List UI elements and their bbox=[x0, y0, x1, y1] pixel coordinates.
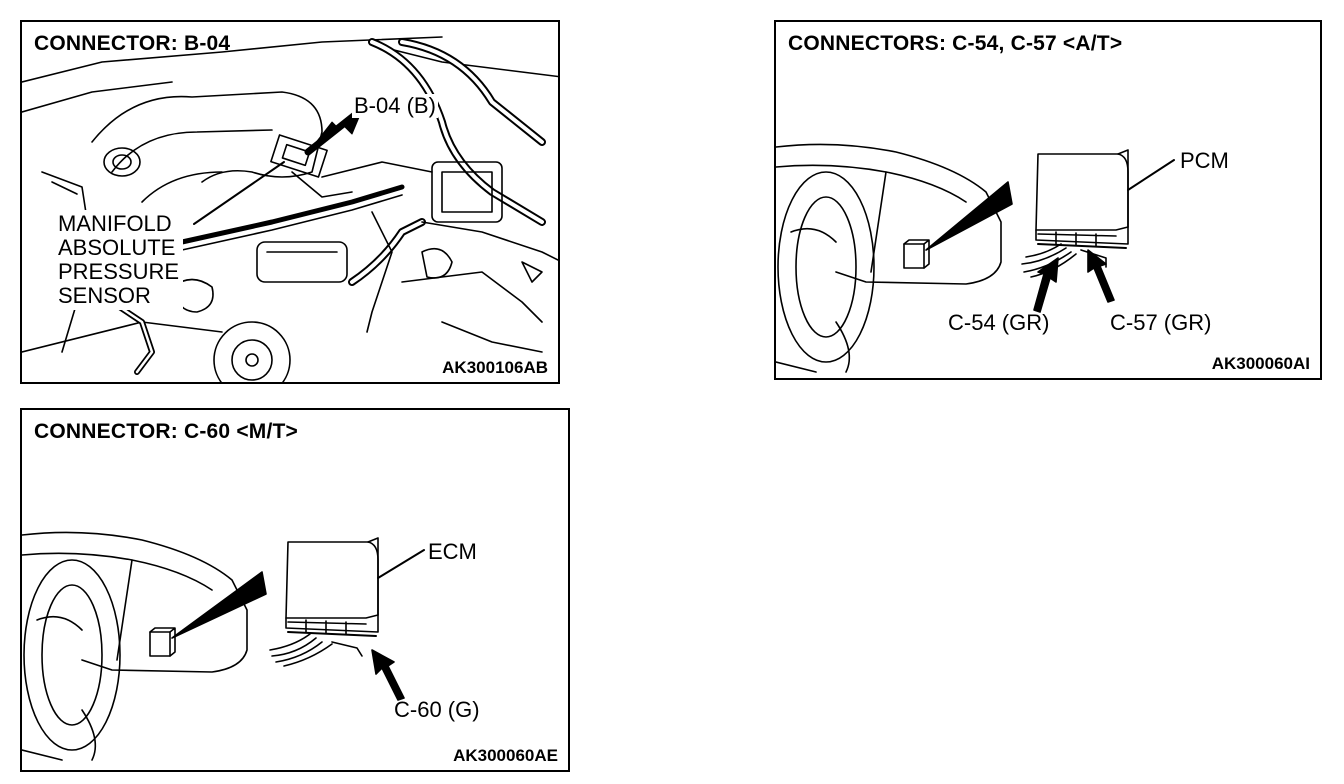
connector-label: B-04 (B) bbox=[352, 93, 438, 118]
dashboard-pcm-illustration bbox=[776, 143, 1175, 373]
sensor-label-line: PRESSURE bbox=[58, 259, 180, 284]
dashboard-ecm-illustration bbox=[22, 531, 425, 761]
figure-code: AK300060AI bbox=[1211, 354, 1310, 373]
panel-title: CONNECTOR: C-60 <M/T> bbox=[34, 420, 299, 443]
sensor-label-line: ABSOLUTE bbox=[58, 235, 176, 260]
figure-code: AK300106AB bbox=[442, 358, 548, 377]
panel-title: CONNECTOR: B-04 bbox=[34, 32, 231, 55]
panel-title: CONNECTORS: C-54, C-57 <A/T> bbox=[788, 32, 1123, 55]
figure-code: AK300060AE bbox=[453, 746, 558, 765]
engine-bay-illustration bbox=[22, 36, 558, 382]
connector-c60-panel: CONNECTOR: C-60 <M/T> ECM C-60 (G) AK300… bbox=[20, 408, 570, 772]
module-label: PCM bbox=[1180, 148, 1229, 173]
connector-c54-c57-panel: CONNECTORS: C-54, C-57 <A/T> PCM C-54 (G… bbox=[774, 20, 1322, 380]
sensor-label-line: SENSOR bbox=[58, 283, 151, 308]
connector-b04-panel: CONNECTOR: B-04 B-04 (B) MANIFOLD ABSOLU… bbox=[20, 20, 560, 384]
module-label: ECM bbox=[428, 539, 477, 564]
connector-label-c54: C-54 (GR) bbox=[948, 310, 1050, 335]
connector-label-c60: C-60 (G) bbox=[394, 697, 480, 722]
sensor-label: MANIFOLD ABSOLUTE PRESSURE SENSOR bbox=[54, 210, 184, 310]
sensor-label-line: MANIFOLD bbox=[58, 211, 172, 236]
connector-label-c57: C-57 (GR) bbox=[1110, 310, 1212, 335]
